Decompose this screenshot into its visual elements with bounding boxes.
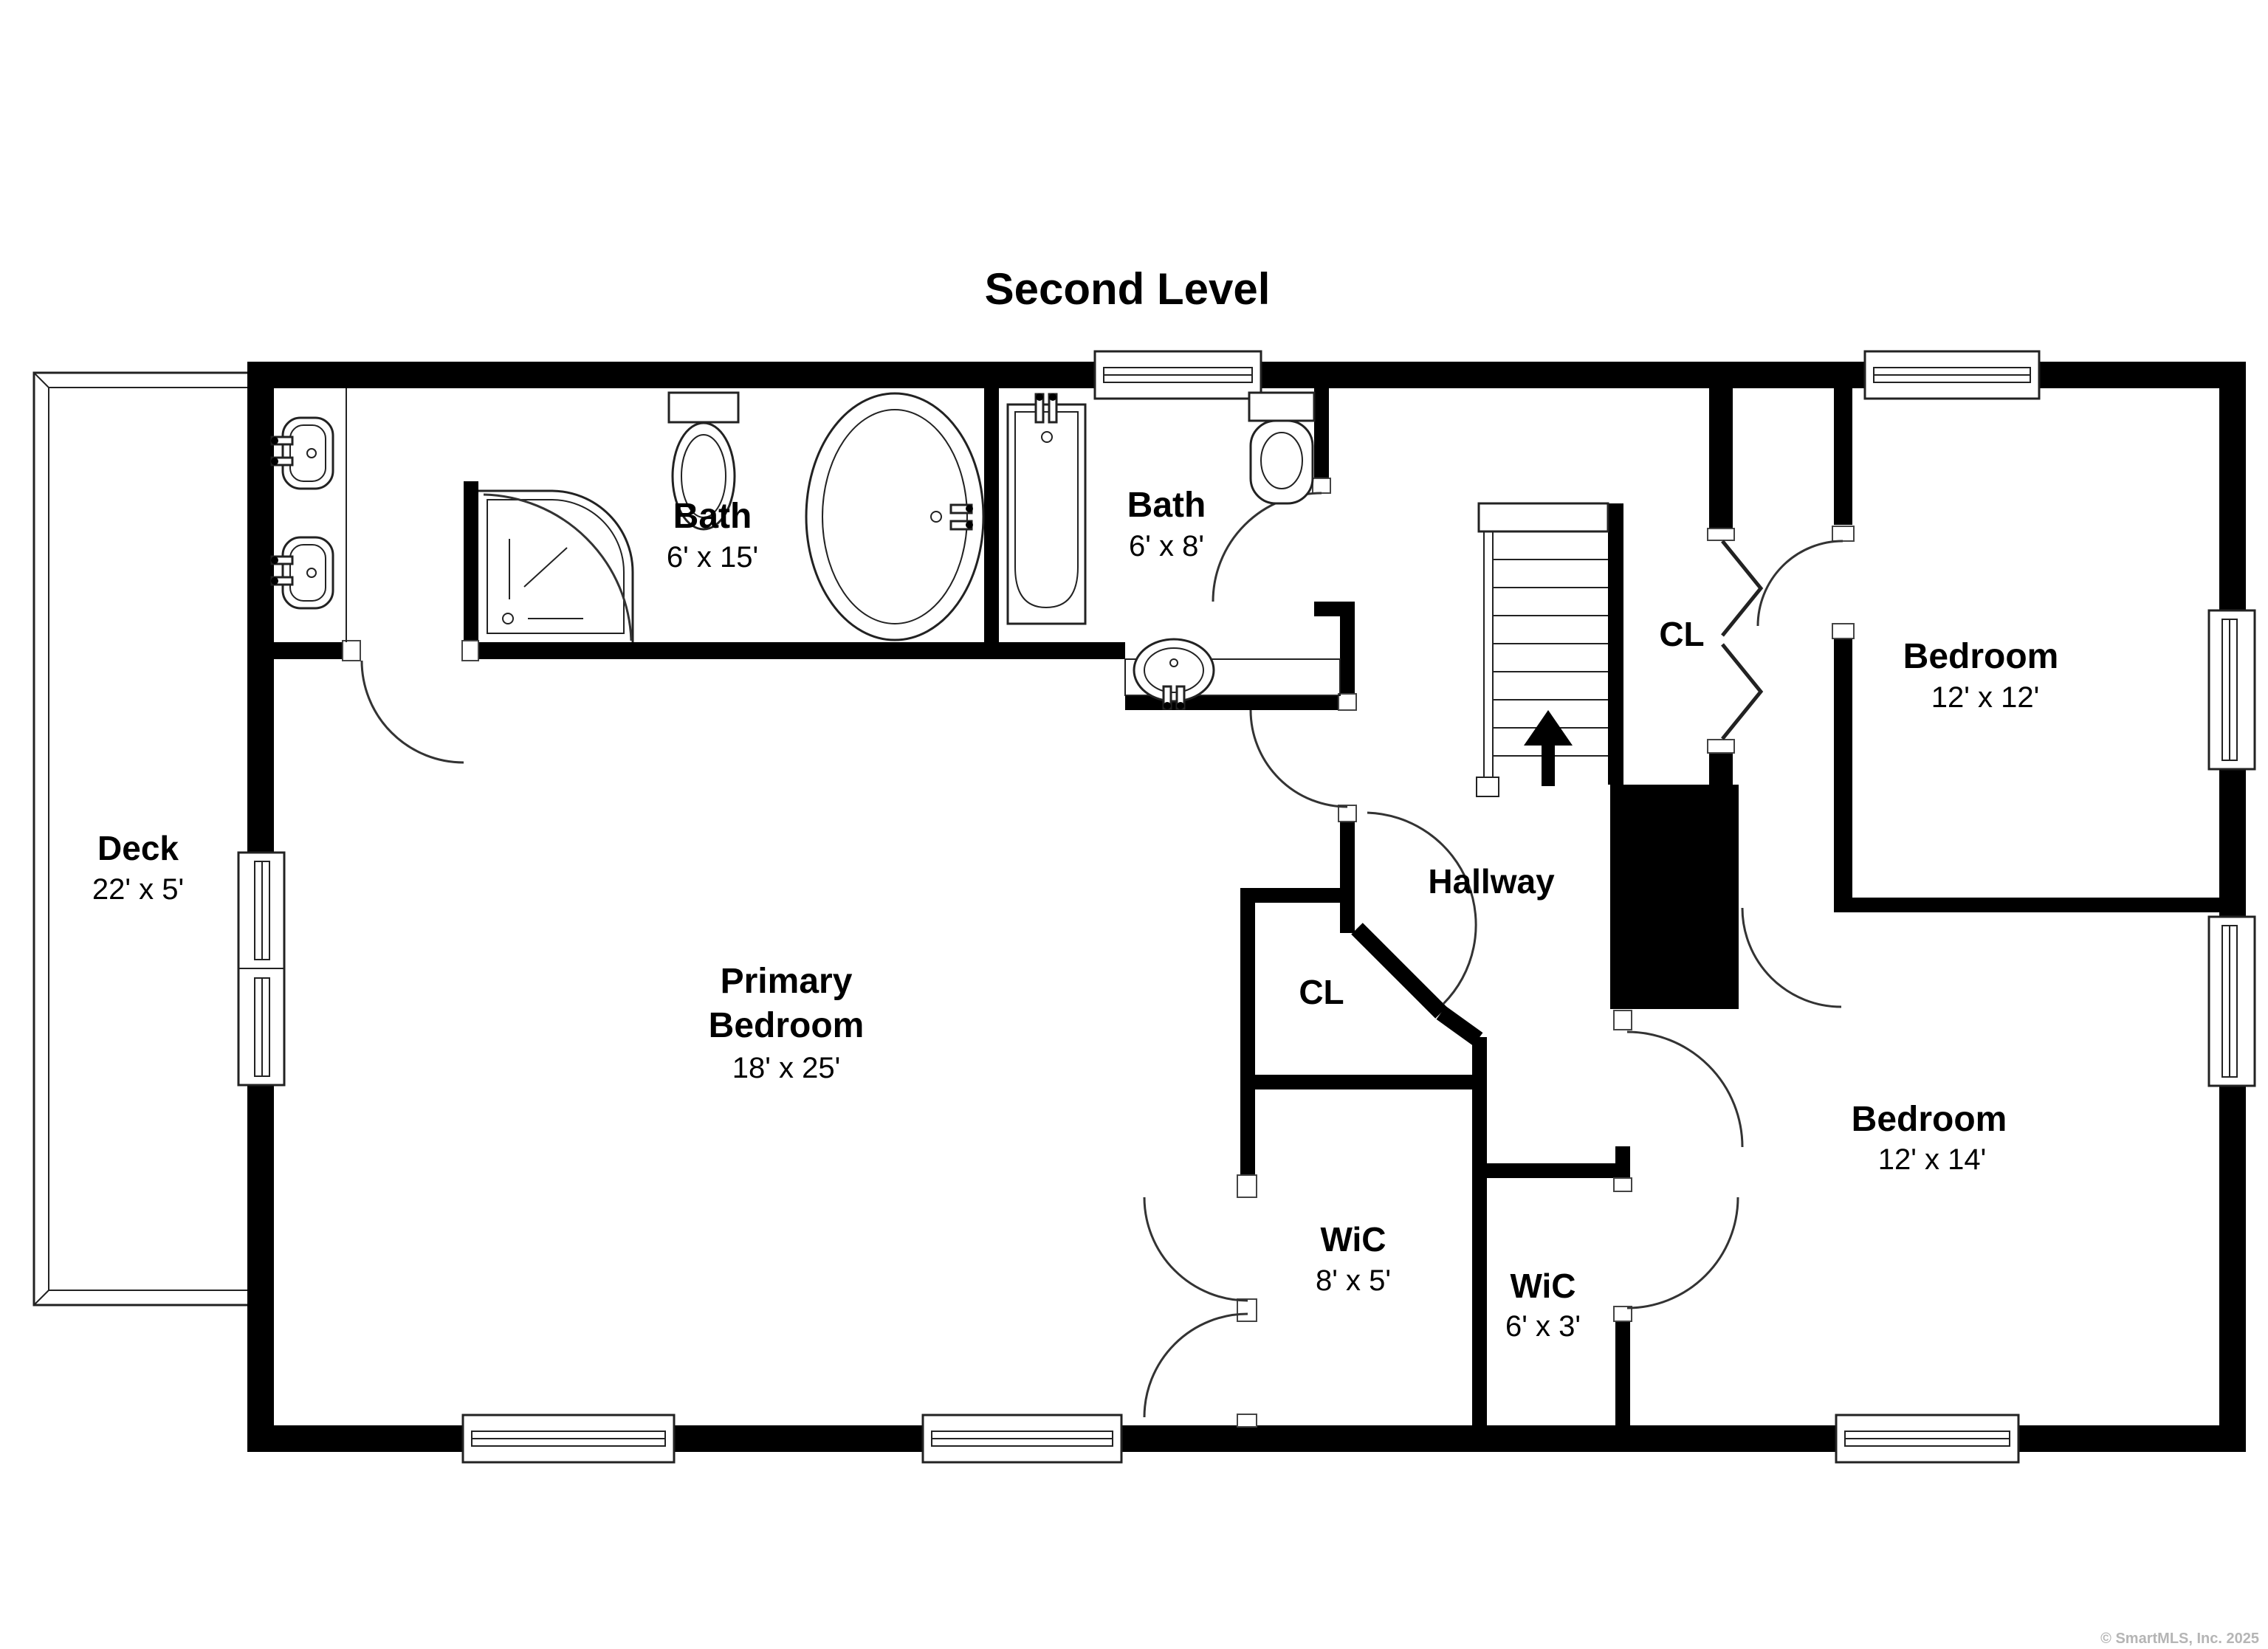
stair-rail-cap	[1476, 777, 1499, 797]
page-title: Second Level	[985, 264, 1271, 314]
wic-small-dims: 6' x 3'	[1505, 1310, 1581, 1343]
solid-chase	[1610, 785, 1739, 1009]
sink	[1124, 638, 1341, 710]
window	[2207, 609, 2256, 771]
door-arc-bath-to-primary	[360, 660, 464, 764]
door-arc-bedroom-bottom-north	[1741, 907, 1842, 1008]
window	[921, 1414, 1123, 1464]
primary-bedroom-label-line1: Primary	[721, 962, 853, 1001]
bedroom-bottom-label: Bedroom	[1852, 1100, 2007, 1139]
primary-bath-dims: 6' x 15'	[667, 541, 758, 574]
primary-bedroom-dims: 18' x 25'	[732, 1052, 840, 1084]
windows	[237, 350, 2256, 1464]
copyright-text: © SmartMLS, Inc. 2025	[2100, 1631, 2259, 1647]
wic-large-dims: 8' x 5'	[1316, 1264, 1391, 1297]
shower-door-arc	[483, 493, 633, 641]
bifold-doors	[1721, 540, 1764, 740]
bathtub	[1006, 393, 1087, 625]
toilet	[667, 391, 740, 531]
hallway-label: Hallway	[1428, 862, 1555, 901]
wic-large-label: WiC	[1320, 1220, 1386, 1259]
toilet	[1248, 391, 1316, 505]
sink	[270, 416, 334, 490]
bifold-door-icon	[1721, 540, 1764, 637]
door-arc-hall-to-primary	[1249, 709, 1348, 808]
closet-stairs-label: CL	[1659, 615, 1704, 653]
hall-bath-dims: 6' x 8'	[1129, 530, 1204, 562]
window	[1093, 350, 1262, 400]
window	[237, 851, 286, 1087]
wic-small-label: WiC	[1510, 1267, 1575, 1305]
door-arc-closet-primary	[1367, 811, 1477, 1005]
primary-bedroom-label-line2: Bedroom	[709, 1006, 865, 1045]
window	[1835, 1414, 2020, 1464]
bedroom-top-dims: 12' x 12'	[1931, 681, 2039, 714]
deck-dims: 22' x 5'	[92, 873, 184, 906]
hall-bath-label: Bath	[1127, 486, 1206, 525]
bedroom-top-label: Bedroom	[1903, 637, 2059, 676]
window	[2207, 915, 2256, 1087]
primary-bath-label: Bath	[673, 497, 752, 536]
stairs	[1476, 502, 1609, 797]
closet-primary-label: CL	[1299, 973, 1344, 1011]
stairs-up-arrow-icon	[1524, 710, 1573, 786]
door-arc-wic-large-upper	[1143, 1197, 1248, 1302]
door-arc-wic-large-lower	[1143, 1312, 1248, 1418]
bathtub	[805, 392, 985, 641]
stair-landing	[1477, 502, 1609, 533]
bifold-door-icon	[1721, 643, 1764, 740]
door-arc-bedroom-bottom-west	[1626, 1030, 1744, 1148]
door-arc-bedroom-top	[1756, 540, 1843, 627]
door-arc-wic-small	[1626, 1197, 1739, 1309]
shower	[478, 489, 634, 642]
door-swings	[360, 492, 1843, 1418]
window	[1863, 350, 2041, 400]
sink	[270, 536, 334, 610]
deck-label: Deck	[97, 829, 179, 867]
bedroom-bottom-dims: 12' x 14'	[1878, 1143, 1986, 1176]
window	[461, 1414, 676, 1464]
